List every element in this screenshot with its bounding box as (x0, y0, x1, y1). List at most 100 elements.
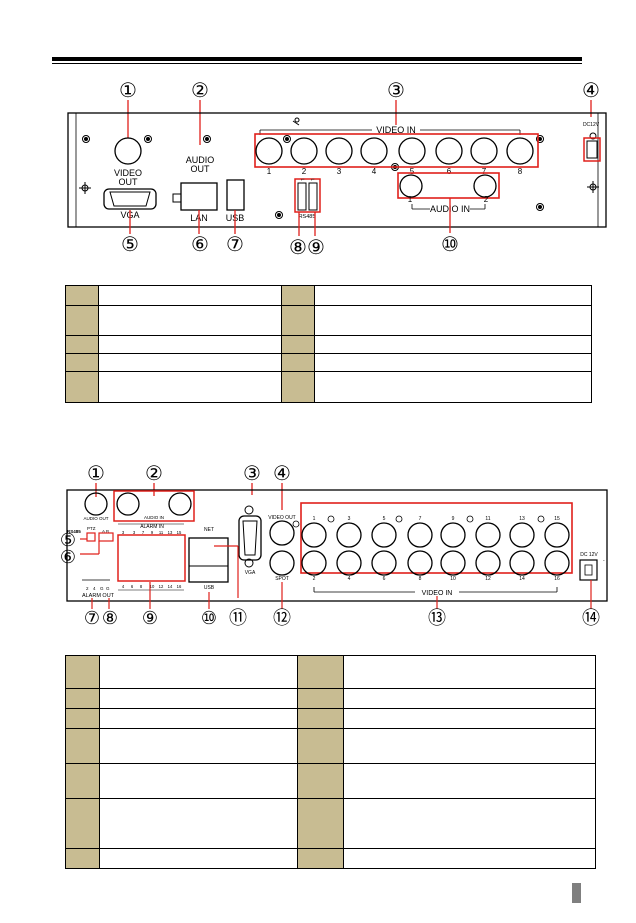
panel-label: 5 (410, 167, 415, 176)
panel-label: OUT (119, 177, 139, 187)
video-out-connector (114, 137, 142, 165)
panel-label: 1 (408, 195, 413, 204)
panel-outline (66, 489, 608, 602)
panel-label: VGA (245, 570, 256, 576)
panel-label: 4 (372, 167, 377, 176)
callout-9: ⑨ (307, 237, 325, 259)
callout-7: ⑦ (226, 234, 244, 256)
panel-label: USB (204, 585, 215, 591)
callout-2: ② (145, 463, 163, 485)
callout-6: ⑥ (60, 547, 76, 567)
panel-label: 15 (177, 530, 182, 535)
panel-label: 4 (122, 584, 125, 589)
header-rule-thin (52, 63, 582, 64)
dc-power-port (579, 559, 598, 581)
panel-label: AUDIO OUT (83, 516, 108, 521)
callout-8: ⑧ (102, 608, 118, 628)
panel-label: ALARM IN (140, 524, 164, 530)
callout-10: ⑩ (201, 608, 217, 628)
panel-outline (67, 112, 607, 228)
callout-2: ② (191, 80, 209, 102)
panel-label: 16 (554, 576, 560, 582)
lan-port (180, 182, 218, 211)
panel-label: 9 (452, 516, 455, 522)
rear-panel-diagram-16ch: ① ② ③ ④ AUDIO OUT AUDIO IN ALARM IN 3 3 … (60, 463, 608, 628)
panel-label: RS485 (67, 529, 81, 534)
panel-label: VIDEO IN (422, 590, 453, 597)
panel-label: SPOT (275, 576, 289, 582)
video-in-highlight (254, 133, 539, 168)
panel-label: ⌐ (311, 177, 315, 183)
rear-panel-diagram-4ch: ① ② ③ ④ (67, 80, 607, 259)
panel-label: 7 (482, 167, 487, 176)
panel-label: 7 (142, 530, 145, 535)
panel-label: 6 (447, 167, 452, 176)
panel-label: 9 (151, 530, 154, 535)
panel-label: 14 (519, 576, 525, 582)
panel-label: AUDIO (186, 155, 215, 165)
callout-6: ⑥ (191, 234, 209, 256)
panel-label: 4 (93, 586, 96, 591)
callout-14: ⑭ (582, 608, 600, 628)
panel-label: VIDEO OUT (268, 515, 296, 521)
ptz-highlight (98, 532, 114, 542)
panel-label: PTZ (87, 526, 96, 531)
video-in-highlight (300, 502, 573, 574)
panel-label: VIDEO (114, 168, 142, 178)
panel-label: 6 (383, 576, 386, 582)
panel-label: AUDIO IN (144, 515, 164, 520)
panel-label: 7 (419, 516, 422, 522)
panel-label: OUT (191, 164, 211, 174)
callout-4: ④ (582, 80, 600, 102)
panel-label: - (603, 558, 605, 564)
legend-table-1 (65, 285, 592, 403)
panel-label: 4 (348, 576, 351, 582)
panel-label: DC12V (583, 122, 600, 128)
callout-4: ④ (273, 463, 291, 485)
usb-port (226, 179, 245, 211)
panel-label: 3 (348, 516, 351, 522)
panel-label: 15 (554, 516, 560, 522)
panel-label: 14 (168, 584, 173, 589)
panel-label: 16 (177, 584, 182, 589)
panel-label: 2 (484, 195, 489, 204)
audio-in-highlight (397, 172, 500, 199)
callout-13: ⑬ (428, 608, 446, 628)
panel-label: 2 (313, 576, 316, 582)
panel-label: NET (204, 527, 214, 533)
dc-power-highlight (583, 137, 601, 162)
panel-label: 5 (383, 516, 386, 522)
panel-label: 11 (485, 516, 490, 522)
callout-3: ③ (243, 463, 261, 485)
panel-label: RS485 (299, 214, 316, 220)
panel-label: 2 (86, 586, 89, 591)
panel-label: 6 (131, 584, 134, 589)
vga-port (103, 188, 157, 210)
rs485-highlight (86, 532, 96, 542)
panel-label: 1 (267, 167, 272, 176)
panel-label: 3 (133, 530, 136, 535)
panel-label: 11 (159, 530, 164, 535)
panel-label: 12 (485, 576, 491, 582)
callout-5: ⑤ (60, 530, 76, 550)
panel-label: 2 (302, 167, 307, 176)
callout-8: ⑧ (289, 237, 307, 259)
rs485-highlight (294, 178, 321, 213)
panel-label: 8 (518, 167, 523, 176)
callout-7: ⑦ (84, 608, 100, 628)
callout-12: ⑫ (273, 608, 291, 628)
panel-label: DC 12V (580, 552, 598, 558)
panel-label: 12 (159, 584, 164, 589)
alarm-in-highlight (117, 534, 186, 582)
panel-label: 10 (150, 584, 155, 589)
panel-label: 13 (168, 530, 173, 535)
callout-11: ⑪ (229, 608, 247, 628)
panel-label: 8 (419, 576, 422, 582)
panel-label: ⌐ (301, 177, 305, 183)
panel-label: 10 (450, 576, 456, 582)
page-footer-mark (572, 883, 581, 903)
callout-1: ① (119, 80, 137, 102)
legend-table-2 (65, 655, 596, 869)
panel-label: 3 (337, 167, 342, 176)
